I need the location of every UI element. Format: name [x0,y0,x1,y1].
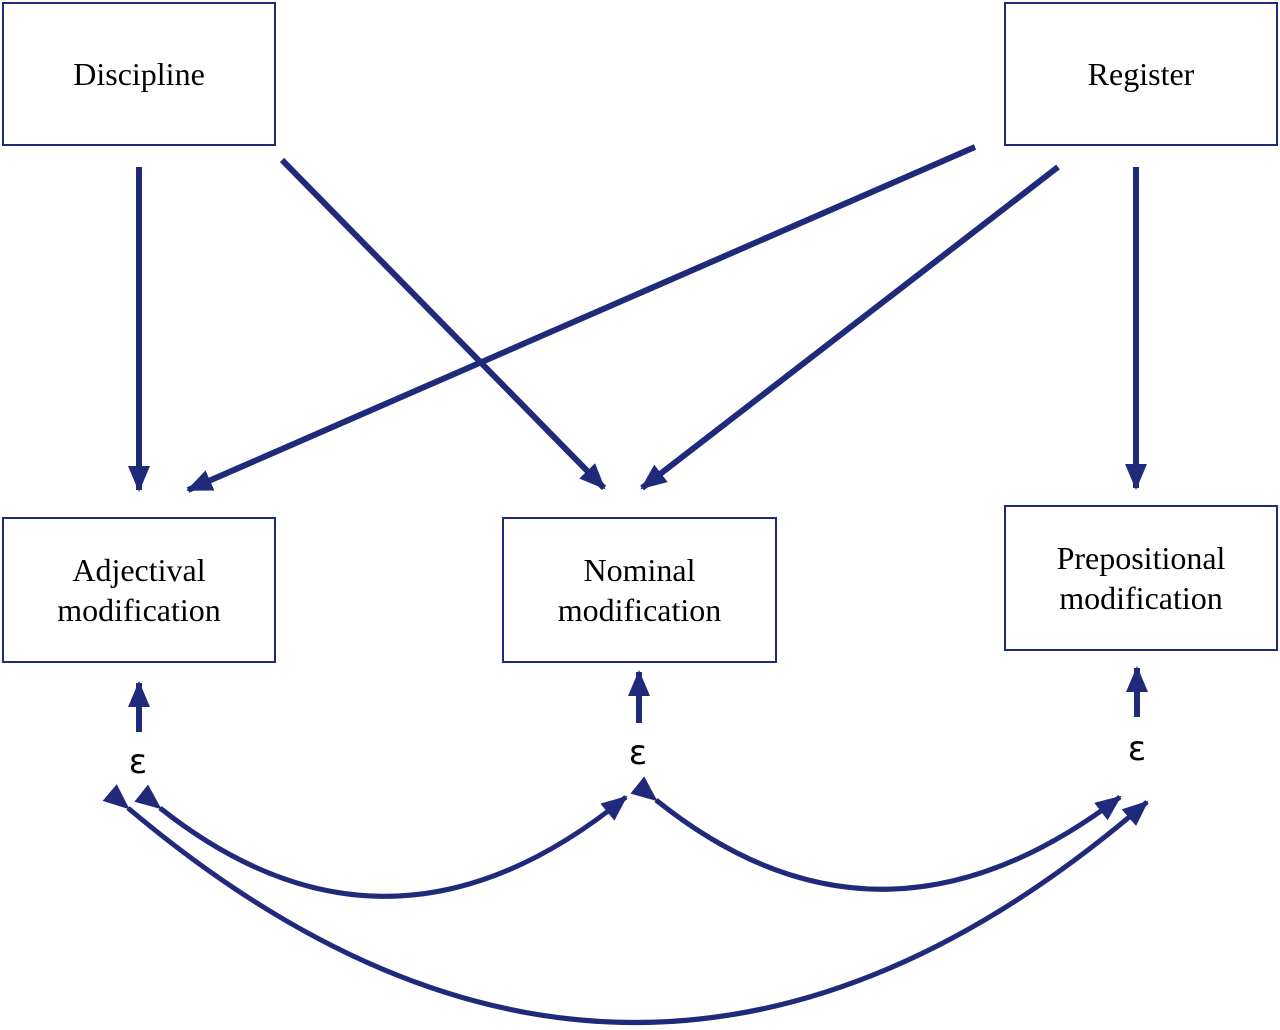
prepositional-label-line1: Prepositional [1056,540,1226,576]
adjectival-modification-label: Adjectival modification [57,550,221,630]
edge-register-to-nominal [640,164,1060,491]
register-label: Register [1087,56,1195,92]
discipline-label: Discipline [73,56,205,92]
covariance-adjectival-nominal [134,784,628,899]
discipline-box: Discipline [2,2,276,146]
nominal-label-line1: Nominal [583,552,696,588]
adjectival-modification-box: Adjectival modification [2,517,276,663]
covariance-nominal-prepositional [630,776,1122,892]
error-term-prepositional: ε [1127,729,1147,769]
covariance-adjectival-prepositional [102,784,1149,1025]
nominal-label-line2: modification [557,592,722,628]
prepositional-modification-box: Prepositional modification [1004,505,1278,651]
prepositional-modification-label: Prepositional modification [1057,538,1226,618]
adjectival-label-line2: modification [57,592,221,628]
error-term-nominal: ε [628,733,648,773]
register-box: Register [1004,2,1278,146]
edge-register-to-adjectival [186,144,977,493]
edge-discipline-to-nominal [279,157,607,491]
nominal-modification-label: Nominal modification [558,550,722,630]
prepositional-label-line2: modification [1059,580,1223,616]
error-term-adjectival: ε [128,742,148,782]
nominal-modification-box: Nominal modification [502,517,777,663]
adjectival-label-line1: Adjectival [72,552,206,588]
